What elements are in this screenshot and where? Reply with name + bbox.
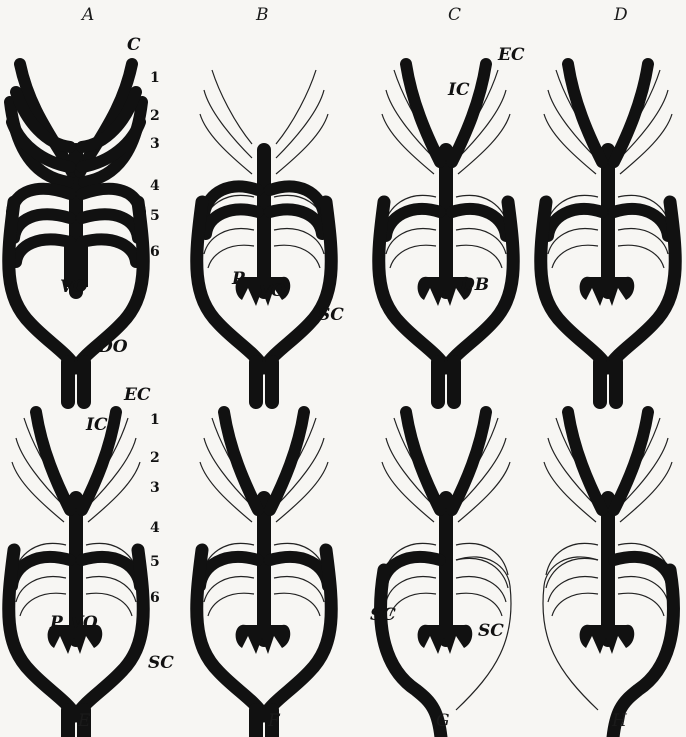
panel-d xyxy=(541,64,676,402)
arch-number: 6 xyxy=(150,590,160,606)
label-b-p: P xyxy=(231,269,246,289)
arch-number: 4 xyxy=(150,178,160,194)
panel-f xyxy=(197,412,332,737)
column-label-c: C xyxy=(448,5,461,25)
arch-number: 2 xyxy=(150,450,160,466)
arch-number: 5 xyxy=(150,208,160,224)
label-e-p: P xyxy=(49,613,64,633)
label-a-vo: VO xyxy=(60,277,88,297)
label-e-ec: EC xyxy=(123,385,151,405)
panel-e xyxy=(9,412,144,737)
panel-c xyxy=(379,64,514,402)
bottom-label-h: H xyxy=(611,711,628,731)
bottom-label-g: G xyxy=(436,711,450,731)
column-label-a: A xyxy=(80,5,94,25)
panel-g xyxy=(381,412,512,737)
arch-number: 1 xyxy=(150,412,160,428)
label-c-ic: IC xyxy=(447,80,470,100)
label-a-c: C xyxy=(127,35,141,55)
bottom-label-e: E xyxy=(77,711,91,731)
arch-number: 3 xyxy=(150,480,160,496)
bottom-label-f: F xyxy=(267,711,281,731)
label-b-sc: SC xyxy=(318,305,344,325)
panel-b xyxy=(197,70,332,402)
arch-number: 1 xyxy=(150,70,160,86)
panel-h xyxy=(543,412,674,737)
arch-number: 2 xyxy=(150,108,160,124)
label-g-sc-right: SC xyxy=(478,621,504,641)
column-label-b: B xyxy=(255,5,269,25)
arch-number: 3 xyxy=(150,136,160,152)
arch-numbers-bottom: 1 2 3 4 5 6 xyxy=(150,412,160,606)
label-c-ec: EC xyxy=(497,45,525,65)
label-e-sc: SC xyxy=(148,653,174,673)
arch-number: 5 xyxy=(150,554,160,570)
column-label-d: D xyxy=(613,5,628,25)
label-c-db: DB xyxy=(459,275,489,295)
label-e-vo: VO xyxy=(70,613,98,633)
label-e-ic: IC xyxy=(85,415,108,435)
label-b-vo: VO xyxy=(258,281,286,301)
label-g-sc-left: SC xyxy=(370,605,396,625)
arch-number: 6 xyxy=(150,244,160,260)
arch-number: 4 xyxy=(150,520,160,536)
label-a-do: DO xyxy=(97,337,128,357)
arch-numbers-top: 1 2 3 4 5 6 xyxy=(150,70,160,260)
